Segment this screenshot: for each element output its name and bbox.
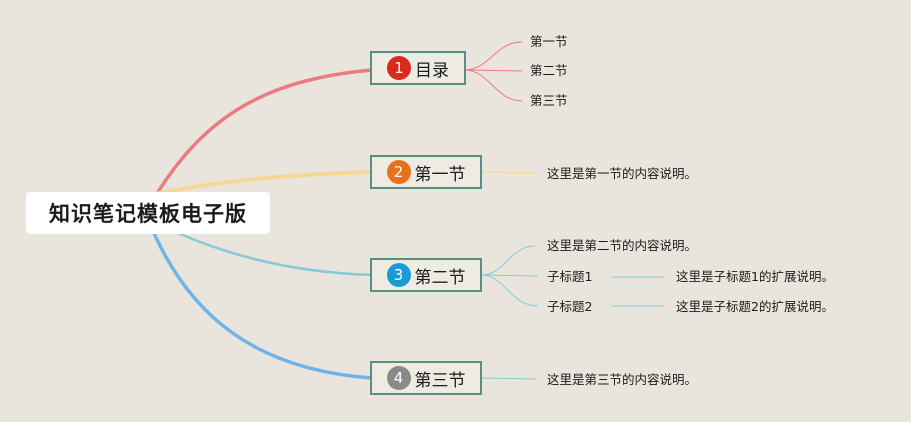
toc-child-connector: [463, 41, 523, 71]
section2-child-connector: [480, 274, 539, 277]
subtitle-2[interactable]: 子标题2: [547, 299, 593, 314]
section2-child-connector: [480, 245, 536, 276]
subtitle2-note[interactable]: 这里是子标题2的扩展说明。: [676, 299, 834, 314]
topic-label: 第三节: [414, 370, 466, 391]
branch-4-connector: [148, 223, 373, 380]
toc-item-2[interactable]: 第二节: [530, 63, 568, 78]
number-1-icon: 1: [387, 56, 411, 80]
section1-note-connector: [480, 171, 539, 174]
root-topic[interactable]: 知识笔记模板电子版: [26, 192, 270, 234]
number-2-icon: 2: [386, 160, 411, 184]
branch-1-connector: [148, 68, 373, 206]
section1-note[interactable]: 这里是第一节的内容说明。: [547, 166, 698, 181]
section3-note-connector: [480, 377, 537, 380]
subtitle1-note[interactable]: 这里是子标题1的扩展说明。: [676, 269, 834, 284]
topic-section-2[interactable]: 3 第二节: [370, 258, 482, 292]
topic-toc[interactable]: 1 目录: [370, 51, 466, 85]
section2-child-connector: [480, 274, 539, 307]
toc-item-1[interactable]: 第一节: [530, 34, 568, 49]
section2-note[interactable]: 这里是第二节的内容说明。: [547, 238, 698, 253]
topic-label: 第二节: [414, 267, 466, 288]
topic-label: 第一节: [414, 164, 466, 185]
number-3-icon: 3: [386, 263, 411, 287]
toc-item-3[interactable]: 第三节: [530, 93, 568, 108]
toc-child-connector: [463, 69, 523, 72]
subtitle-1[interactable]: 子标题1: [547, 269, 593, 284]
number-4-icon: 4: [386, 366, 411, 390]
section3-note[interactable]: 这里是第三节的内容说明。: [547, 372, 698, 387]
topic-section-1[interactable]: 2 第一节: [370, 155, 482, 189]
topic-label: 目录: [415, 60, 449, 81]
topic-section-3[interactable]: 4 第三节: [370, 361, 482, 395]
branch-2-connector: [149, 170, 373, 197]
toc-child-connector: [463, 69, 523, 102]
